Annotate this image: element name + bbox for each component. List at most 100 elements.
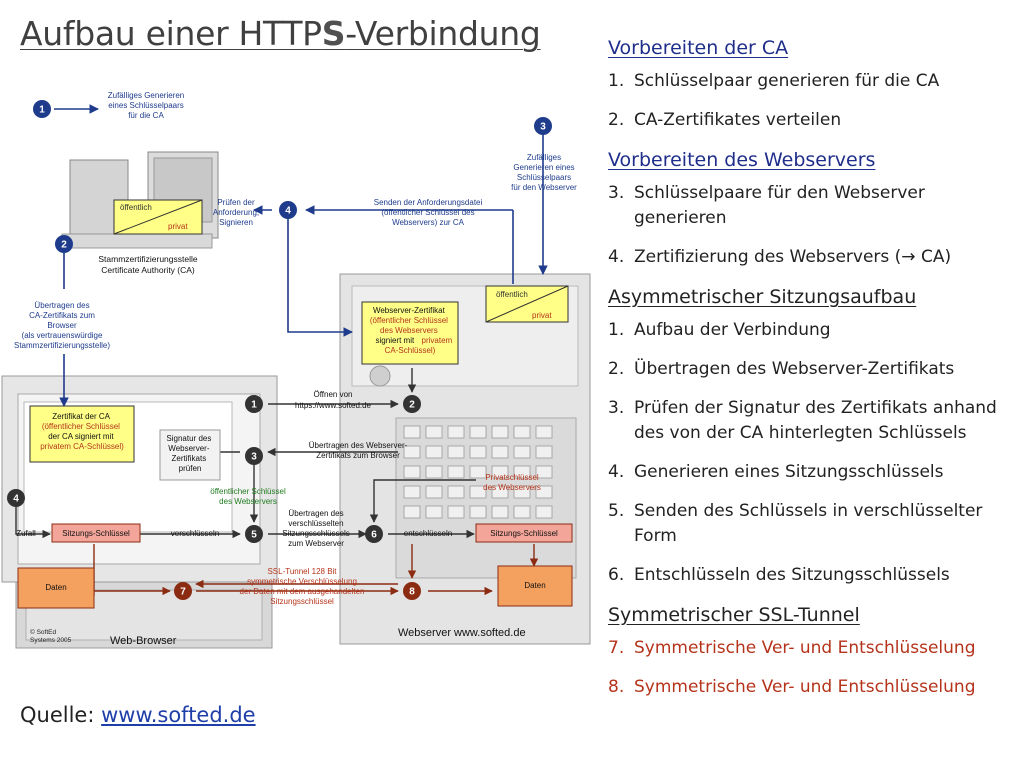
ca-cert-line-1: Zertifikat der CA [52,412,110,421]
webserver-keypair: öffentlich privat [485,285,569,323]
svg-text:7: 7 [180,587,186,598]
decrypt-text: entschlüsseln [404,529,452,538]
list-item: 6.Entschlüsseln des Sitzungsschlüssels [608,565,950,585]
browser-label: Web-Browser [110,635,177,647]
ws-cert-line-6: CA-Schlüssel) [385,346,436,355]
list-item: 4.Generieren eines Sitzungsschlüssels [608,462,944,482]
section-heading: Symmetrischer SSL-Tunnel [608,604,860,626]
slide-title: Aufbau einer HTTPS-Verbindung [20,14,541,53]
sig-check-line-4: prüfen [179,464,202,473]
ca-cert-line-2: (öffentlicher Schlüssel [42,422,120,431]
webserver-label: Webserver www.softed.de [398,627,526,639]
ca-step-4: 4 [279,201,297,219]
svg-text:8: 8 [409,587,415,598]
ca-cert-line-4: privatem CA-Schlüssel) [40,442,124,451]
ca-step-1: 1 [33,100,51,118]
svg-text:3: 3 [540,122,546,133]
ws-cert-line-2: (öffentlicher Schlüssel [370,316,448,325]
svg-text:Zertifikat der CA (öffen: Zertifikat der CA (öffentlicher Schlüsse… [40,412,124,451]
session-step-1: 1 [245,395,263,413]
section-prepare-webserver: Vorbereiten des Webservers 3.Schlüsselpa… [608,147,1020,270]
session-step-4: 4 [7,489,25,507]
ws-public-label: öffentlich [496,290,528,299]
section-heading: Vorbereiten des Webservers [608,149,876,171]
list-item: 8.Symmetrische Ver- und Entschlüsselung [608,677,976,697]
list-item: 1.Aufbau der Verbindung [608,320,831,340]
server-data-label: Daten [524,581,545,590]
section-heading: Asymmetrischer Sitzungsaufbau [608,286,917,308]
svg-text:5: 5 [251,530,257,541]
session-step-6: 6 [365,525,383,543]
session-step-3: 3 [245,447,263,465]
section-heading: Vorbereiten der CA [608,37,789,59]
server-session-key: Sitzungs-Schlüssel [475,523,573,543]
svg-text:3: 3 [251,452,257,463]
title-post: -Verbindung [345,14,541,53]
svg-text:1: 1 [251,400,257,411]
ws-private-label: privat [532,311,552,320]
list-item: 4.Zertifizierung des Webservers (→ CA) [608,247,952,267]
section-asymmetric: Asymmetrischer Sitzungsaufbau 1.Aufbau d… [608,284,1020,588]
server-session-key-label: Sitzungs-Schlüssel [490,529,558,538]
ca-keypair: öffentlich privat [113,199,203,235]
source-label: Quelle: [20,703,102,727]
section-symmetric: Symmetrischer SSL-Tunnel 7.Symmetrische … [608,602,1020,700]
svg-text:2: 2 [61,240,67,251]
list-item: 7.Symmetrische Ver- und Entschlüsselung [608,638,976,658]
ca-cert-line-3: der CA signiert mit [48,432,114,441]
tunnel-step-8: 8 [403,582,421,600]
signature-check-box: Signatur des Webserver- Zertifikats prüf… [159,429,221,481]
svg-text:2: 2 [409,400,415,411]
list-item: 3.Prüfen der Signatur des Zertifikats an… [608,398,997,443]
browser-session-key-label: Sitzungs-Schlüssel [62,529,130,538]
list-item: 5.Senden des Schlüssels in verschlüsselt… [608,501,983,546]
ca-step-3: 3 [534,117,552,135]
ca-step-2: 2 [55,235,73,253]
list-item: 1.Schlüsselpaar generieren für die CA [608,71,940,91]
ws-cert-line-4: signiert mit [376,336,415,345]
https-diagram: öffentlich privat öffentlich privat Webs… [0,84,598,656]
ca-certificate: Zertifikat der CA (öffentlicher Schlüsse… [29,405,135,463]
tunnel-step-7: 7 [174,582,192,600]
svg-text:1: 1 [39,105,45,116]
list-item: 2.CA-Zertifikates verteilen [608,110,842,130]
title-pre: Aufbau einer HTTP [20,14,322,53]
svg-text:6: 6 [371,530,377,541]
svg-text:Signatur des Webserver-: Signatur des Webserver- Zertifikats prüf… [166,434,213,473]
transfer-ws-text: Übertragen des Webserver-Zertifikats zum… [309,441,408,460]
ca-public-label: öffentlich [120,203,152,212]
session-step-5: 5 [245,525,263,543]
svg-text:Webserver-Zertifikat (öf: Webserver-Zertifikat (öffentlicher Schlü… [370,306,455,355]
browser-session-key: Sitzungs-Schlüssel [51,523,141,543]
source-line: Quelle: www.softed.de [20,703,256,727]
ws-cert-line-5: privatem [422,336,453,345]
sig-check-line-1: Signatur des [166,434,211,443]
section-prepare-ca: Vorbereiten der CA 1.Schlüsselpaar gener… [608,35,1020,133]
server-data: Daten [497,565,573,607]
session-step-2: 2 [403,395,421,413]
svg-text:4: 4 [13,494,19,505]
ws-cert-line-1: Webserver-Zertifikat [373,306,446,315]
ws-cert-line-3: des Webservers [380,326,438,335]
svg-text:4: 4 [285,206,291,217]
steps-panel: Vorbereiten der CA 1.Schlüsselpaar gener… [608,32,1020,714]
encrypt-text: verschlüsseln [171,529,219,538]
list-item: 3.Schlüsselpaare für den Webserver gener… [608,183,925,228]
sig-check-line-3: Zertifikats [172,454,207,463]
source-link[interactable]: www.softed.de [101,703,256,727]
title-emphasis: S [321,14,346,53]
browser-data-label: Daten [45,583,66,592]
sig-check-line-2: Webserver- [168,444,210,453]
browser-data: Daten [17,567,95,609]
